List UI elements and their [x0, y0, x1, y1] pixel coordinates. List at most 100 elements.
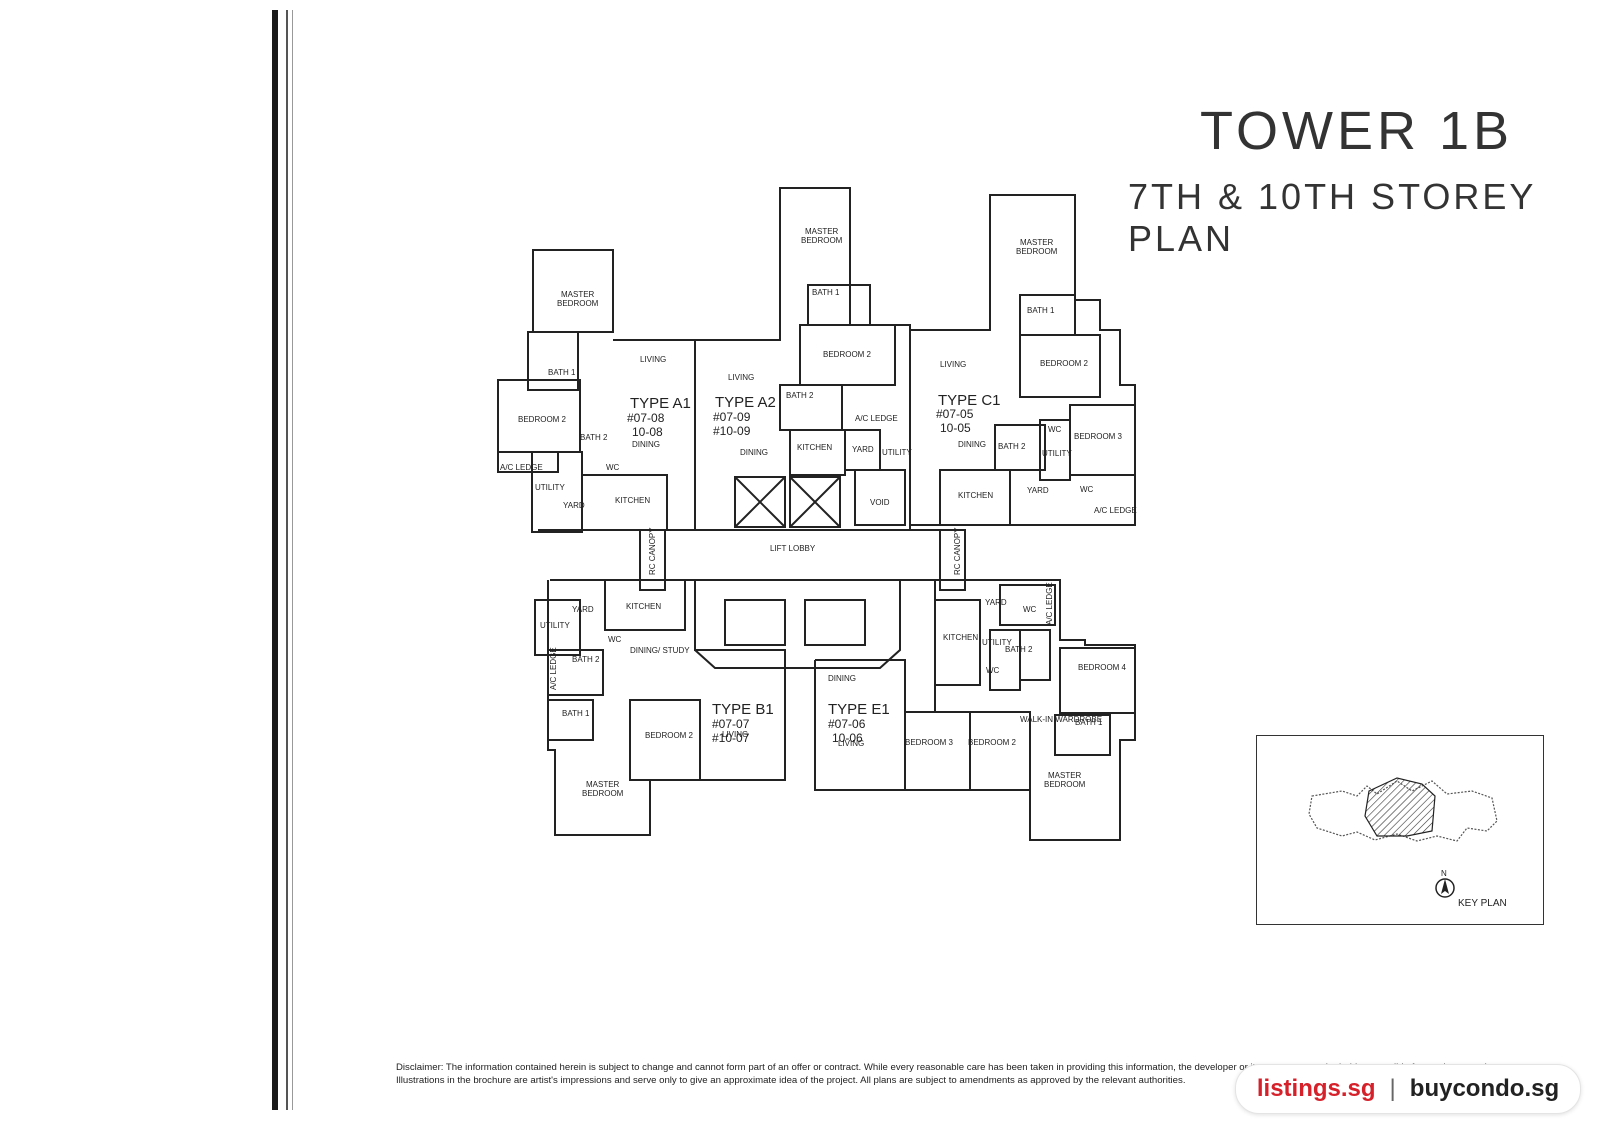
room-e1-master-b: BEDROOM	[1044, 780, 1086, 789]
room-rc-canopy-left: RC CANOPY	[648, 527, 657, 575]
unit-type-b1: TYPE B1	[712, 701, 774, 718]
room-b1-living: LIVING	[722, 730, 748, 739]
room-c1-ac: A/C LEDGE	[1094, 506, 1137, 515]
room-b1-master-b: BEDROOM	[582, 789, 624, 798]
room-b1-kitchen: KITCHEN	[626, 602, 661, 611]
room-e1-wc2: WC	[986, 666, 1000, 675]
room-a2-living: LIVING	[728, 373, 754, 382]
a1-ledge-block	[497, 451, 559, 473]
room-c1-master: MASTER	[1020, 238, 1054, 247]
room-a1-yard: YARD	[563, 501, 585, 510]
a2-lift-2	[789, 476, 841, 528]
room-a2-void: VOID	[870, 498, 890, 507]
e1-bedroom3-block	[904, 711, 971, 791]
a2-lift-1	[734, 476, 786, 528]
c1-bath1-block	[1019, 294, 1076, 336]
key-plan-drawing: N	[1308, 777, 1498, 898]
unit-type-c1: TYPE C1	[938, 392, 1001, 409]
room-b1-dining: DINING/ STUDY	[630, 646, 690, 655]
room-a1-bedroom2: BEDROOM 2	[518, 415, 567, 424]
watermark-separator: |	[1389, 1075, 1396, 1102]
a2-kitchen-block	[789, 429, 846, 476]
room-c1-living: LIVING	[940, 360, 966, 369]
room-rc-canopy-right: RC CANOPY	[953, 527, 962, 575]
room-e1-living: LIVING	[838, 739, 864, 748]
room-a1-master: MASTER	[561, 290, 595, 299]
room-a1-ac: A/C LEDGE	[500, 463, 543, 472]
e1-bedroom4-block	[1059, 647, 1136, 714]
room-a2-master-b: BEDROOM	[801, 236, 843, 245]
binding-edge-line	[286, 10, 288, 1110]
room-b1-yard: YARD	[572, 605, 594, 614]
b1-bath2-block	[547, 649, 604, 696]
room-e1-bath2: BATH 2	[1005, 645, 1033, 654]
room-a1-living: LIVING	[640, 355, 666, 364]
room-c1-wc2: WC	[1080, 485, 1094, 494]
key-plan-label: KEY PLAN	[1458, 898, 1507, 909]
lift-lobby-block	[664, 529, 941, 581]
unit-no-a1-2: 10-08	[632, 425, 663, 439]
b1-utility-block	[534, 599, 581, 656]
room-e1-bedroom3: BEDROOM 3	[905, 738, 954, 747]
room-a2-bath2: BATH 2	[786, 391, 814, 400]
room-a2-yard: YARD	[852, 445, 874, 454]
room-a1-bath1: BATH 1	[548, 368, 576, 377]
room-a2-master: MASTER	[805, 227, 839, 236]
unit-no-b1-1: #07-07	[712, 717, 750, 731]
page-subtitle: 7TH & 10TH STOREY PLAN	[1128, 176, 1536, 259]
room-b1-ac: A/C LEDGE	[549, 647, 558, 690]
unit-type-a2: TYPE A2	[715, 394, 776, 411]
room-a1-master-b: BEDROOM	[557, 299, 599, 308]
room-b1-utility: UTILITY	[540, 621, 570, 630]
room-a2-utility: UTILITY	[882, 448, 912, 457]
room-e1-master: MASTER	[1048, 771, 1082, 780]
room-c1-master-b: BEDROOM	[1016, 247, 1058, 256]
e1-right-outline	[934, 579, 1136, 841]
room-c1-wc: WC	[1048, 425, 1062, 434]
c1-kitchen-block	[939, 469, 1011, 526]
room-b1-master: MASTER	[586, 780, 620, 789]
key-plan-box: N	[1256, 735, 1544, 925]
watermark-site-buycondo[interactable]: buycondo.sg	[1409, 1075, 1560, 1102]
binding-edge	[272, 10, 278, 1110]
room-a2-ac: A/C LEDGE	[855, 414, 898, 423]
unit-no-e1-1: #07-06	[828, 717, 866, 731]
unit-no-b1-2: #10-07	[712, 731, 750, 745]
a2-void	[854, 469, 906, 526]
room-c1-utility: UTILITY	[1042, 449, 1072, 458]
room-e1-kitchen: KITCHEN	[943, 633, 978, 642]
room-e1-ac: A/C LEDGE	[1045, 582, 1054, 625]
room-c1-bedroom3: BEDROOM 3	[1074, 432, 1123, 441]
room-b1-bath1: BATH 1	[562, 709, 590, 718]
binding-edge-line-thin	[292, 10, 293, 1110]
e1-bath1-block	[1054, 714, 1111, 756]
north-label: N	[1441, 869, 1447, 878]
unit-no-a1-1: #07-08	[627, 411, 665, 425]
room-c1-bedroom2: BEDROOM 2	[1040, 359, 1089, 368]
room-c1-bath1: BATH 1	[1027, 306, 1055, 315]
room-a2-bath1: BATH 1	[812, 288, 840, 297]
watermark-site-listings[interactable]: listings.sg	[1256, 1075, 1376, 1102]
room-c1-yard: YARD	[1027, 486, 1049, 495]
room-b1-bath2: BATH 2	[572, 655, 600, 664]
room-b1-wc: WC	[608, 635, 622, 644]
b1-bath1-block	[547, 699, 594, 741]
room-a1-dining: DINING	[632, 440, 660, 449]
b1-kitchen-block	[604, 579, 686, 631]
room-e1-bedroom4: BEDROOM 4	[1078, 663, 1127, 672]
a1-kitchen-block	[581, 474, 668, 531]
room-e1-bath1: BATH 1	[1075, 718, 1103, 727]
room-a1-bath2: BATH 2	[580, 433, 608, 442]
e1-kitchen-block	[934, 599, 981, 686]
room-b1-bedroom2: BEDROOM 2	[645, 731, 694, 740]
room-a1-utility: UTILITY	[535, 483, 565, 492]
rc-canopy-left	[639, 529, 666, 591]
room-e1-yard: YARD	[985, 598, 1007, 607]
unit-no-c1-1: #07-05	[936, 407, 974, 421]
watermark-badge[interactable]: listings.sg | buycondo.sg	[1235, 1064, 1581, 1114]
room-c1-kitchen: KITCHEN	[958, 491, 993, 500]
room-e1-wc: WC	[1023, 605, 1037, 614]
unit-no-a2-1: #07-09	[713, 410, 751, 424]
page-title: TOWER 1B	[1200, 101, 1514, 161]
